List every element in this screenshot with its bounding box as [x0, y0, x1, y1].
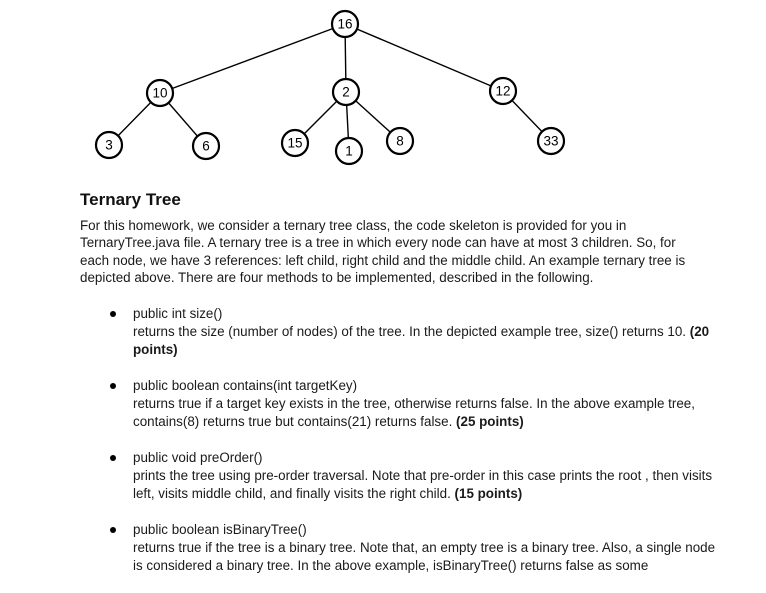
method-description: returns true if a target key exists in t…	[133, 395, 718, 431]
method-description: returns the size (number of nodes) of th…	[133, 323, 718, 359]
tree-node-circle	[280, 128, 310, 158]
method-description: prints the tree using pre-order traversa…	[133, 467, 718, 503]
tree-node-label: 33	[543, 134, 558, 149]
tree-node-15: 15	[280, 128, 310, 158]
tree-node-circle	[536, 126, 566, 156]
tree-node-1: 1	[334, 136, 364, 166]
tree-edge-16-12	[344, 23, 504, 92]
tree-node-label: 8	[396, 134, 404, 149]
tree-node-circle	[94, 130, 124, 160]
tree-node-12: 12	[488, 76, 518, 106]
bullet-icon	[110, 455, 116, 462]
method-signature: public int size()	[133, 306, 223, 322]
method-signature: public void preOrder()	[133, 450, 263, 466]
document-body: Ternary Tree For this homework, we consi…	[80, 190, 720, 593]
tree-node-16: 16	[330, 9, 360, 39]
bullet-icon	[110, 383, 116, 390]
method-description-text: returns true if a target key exists in t…	[133, 396, 695, 430]
list-item-contains-method: public boolean contains(int targetKey) r…	[80, 377, 720, 431]
intro-paragraph: For this homework, we consider a ternary…	[80, 218, 686, 285]
method-description: returns true if the tree is a binary tre…	[133, 539, 718, 575]
tree-node-2: 2	[331, 77, 361, 107]
tree-node-circle	[331, 77, 361, 107]
page-title: Ternary Tree	[80, 190, 181, 209]
bullet-icon	[110, 527, 116, 534]
tree-edge-16-10	[159, 23, 346, 94]
tree-node-circle	[385, 126, 415, 156]
points-label: (15 points)	[454, 486, 523, 502]
tree-node-label: 3	[105, 138, 113, 153]
tree-node-10: 10	[145, 78, 175, 108]
tree-node-3: 3	[94, 130, 124, 160]
tree-node-label: 12	[495, 84, 510, 99]
tree-node-label: 1	[345, 144, 353, 159]
tree-node-label: 16	[337, 17, 352, 32]
method-description-text: returns true if the tree is a binary tre…	[133, 540, 716, 574]
tree-node-label: 15	[287, 136, 302, 151]
tree-node-circle	[145, 78, 175, 108]
tree-node-circle	[488, 76, 518, 106]
tree-svg: 16 10 2 12 3 6 15 1 8 33	[94, 9, 566, 166]
points-label: (25 points)	[456, 414, 524, 430]
method-signature: public boolean isBinaryTree()	[133, 522, 307, 538]
tree-node-circle	[334, 136, 364, 166]
method-description-text: prints the tree using pre-order traversa…	[133, 468, 713, 502]
tree-node-8: 8	[385, 126, 415, 156]
method-list: public int size() returns the size (numb…	[80, 305, 720, 575]
list-item-preorder-method: public void preOrder() prints the tree u…	[80, 449, 720, 503]
method-signature: public boolean contains(int targetKey)	[133, 378, 358, 394]
tree-node-circle	[191, 131, 221, 161]
tree-node-6: 6	[191, 131, 221, 161]
list-item-isbinarytree-method: public boolean isBinaryTree() returns tr…	[80, 521, 720, 575]
tree-node-circle	[330, 9, 360, 39]
list-item-size-method: public int size() returns the size (numb…	[80, 305, 720, 359]
method-description-text: returns the size (number of nodes) of th…	[133, 324, 687, 340]
tree-node-label: 6	[202, 139, 210, 154]
ternary-tree-diagram: 16 10 2 12 3 6 15 1 8 33	[0, 0, 766, 172]
tree-node-label: 2	[342, 85, 350, 100]
tree-node-label: 10	[152, 86, 167, 101]
tree-node-33: 33	[536, 126, 566, 156]
points-label: (20 points)	[133, 324, 710, 358]
bullet-icon	[110, 311, 116, 318]
